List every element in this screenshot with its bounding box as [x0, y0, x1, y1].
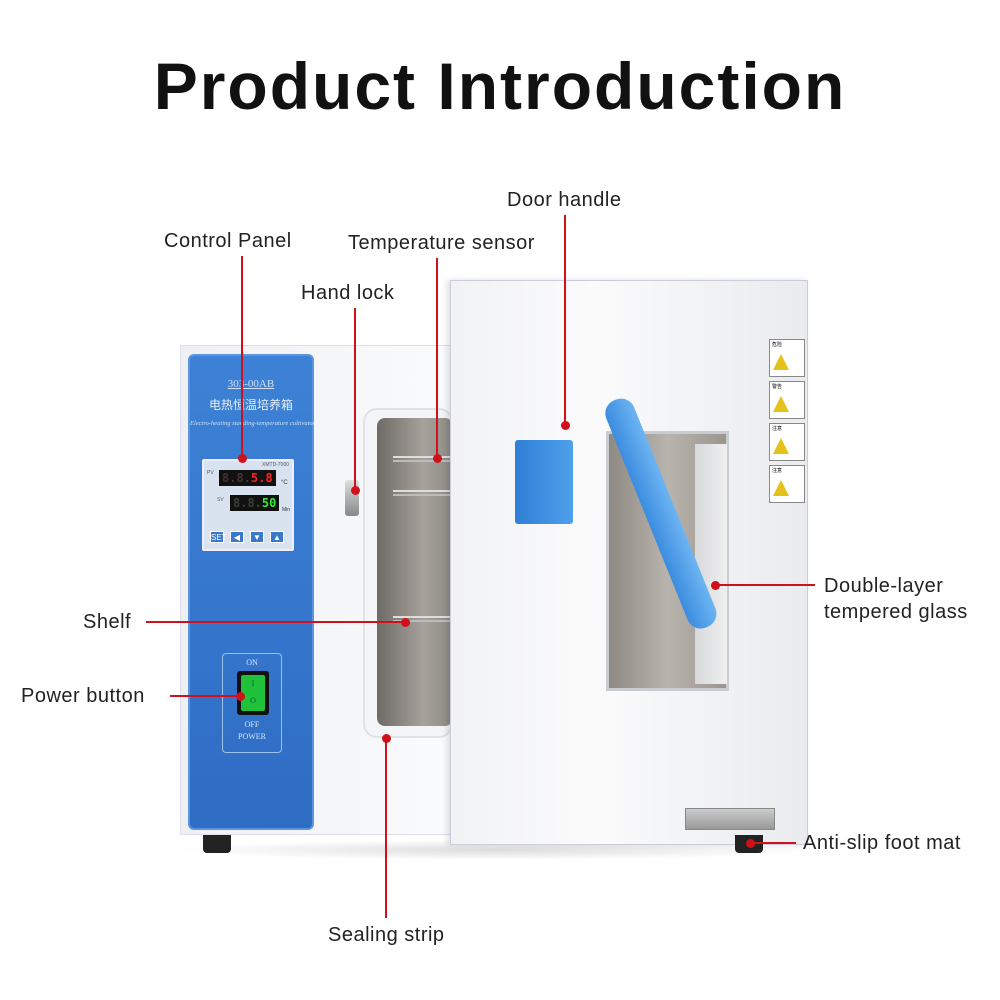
pv-label: PV [207, 470, 214, 476]
up-button[interactable]: ▲ [270, 531, 284, 543]
front-panel: 303-00AB 电热恒温培养箱 Electro-heating standin… [188, 354, 316, 830]
model-number: 303-00AB [227, 378, 275, 390]
leader-line [385, 738, 387, 918]
door-handle-base [515, 440, 573, 524]
label-foot-mat: Anti-slip foot mat [803, 832, 961, 854]
leader-dot [433, 454, 442, 463]
product-name-cn: 电热恒温培养箱 [208, 398, 293, 412]
leader-dot [382, 734, 391, 743]
label-power-button: Power button [21, 685, 145, 707]
leader-line [436, 258, 438, 458]
glass-layer [695, 444, 727, 684]
unit-min: Min [282, 507, 291, 513]
down-button[interactable]: ▼ [250, 531, 264, 543]
warning-sticker: 注意 [769, 465, 805, 503]
label-sealing-strip: Sealing strip [328, 924, 445, 946]
label-control-panel: Control Panel [164, 230, 292, 252]
floor-shadow [170, 840, 820, 860]
leader-dot [746, 839, 755, 848]
label-hand-lock: Hand lock [301, 282, 395, 304]
sv-display: 8.8.50 [230, 495, 280, 511]
label-door-handle: Door handle [507, 189, 622, 211]
temperature-controller: XMTD-7000 PV 8.8.5.8 °C SV 8.8.50 Min SE… [202, 459, 294, 551]
set-button[interactable]: SET [210, 531, 227, 543]
oven-door: 危险 警告 注意 注意 [450, 280, 808, 845]
label-shelf: Shelf [83, 611, 132, 633]
leader-dot [561, 421, 570, 430]
label-temperature-sensor: Temperature sensor [348, 232, 535, 254]
controller-brand: XMTD-7000 [262, 462, 289, 468]
chamber-interior [377, 418, 453, 726]
leader-line [241, 256, 243, 458]
rack [393, 456, 453, 462]
leader-dot [238, 454, 247, 463]
power-off-label: OFF [244, 720, 260, 729]
label-glass-line1: Double-layer [824, 575, 944, 597]
shelf-upper [393, 490, 453, 496]
power-on-label: ON [246, 658, 258, 667]
label-glass-line2: tempered glass [824, 601, 968, 623]
warning-sticker: 注意 [769, 423, 805, 461]
leader-line [354, 308, 356, 490]
power-label: POWER [238, 732, 266, 741]
leader-line [564, 215, 566, 425]
warning-sticker: 警告 [769, 381, 805, 419]
unit-c: °C [281, 480, 288, 486]
left-button[interactable]: ◀ [230, 531, 244, 543]
observation-window [606, 431, 729, 691]
leader-dot [351, 486, 360, 495]
shelf-lower [393, 616, 453, 622]
pv-display: 8.8.5.8 [219, 470, 276, 486]
sv-label: SV [217, 497, 224, 503]
leader-dot [711, 581, 720, 590]
leader-line [750, 842, 796, 844]
leader-line [715, 584, 815, 586]
leader-dot [236, 692, 245, 701]
leader-line [146, 621, 405, 623]
warning-sticker: 危险 [769, 339, 805, 377]
product-name-en: Electro-heating standing-temperature cul… [190, 420, 316, 427]
door-hinge [685, 808, 775, 830]
leader-line [170, 695, 240, 697]
foot-mat [203, 835, 231, 853]
page-title: Product Introduction [153, 49, 847, 123]
leader-dot [401, 618, 410, 627]
